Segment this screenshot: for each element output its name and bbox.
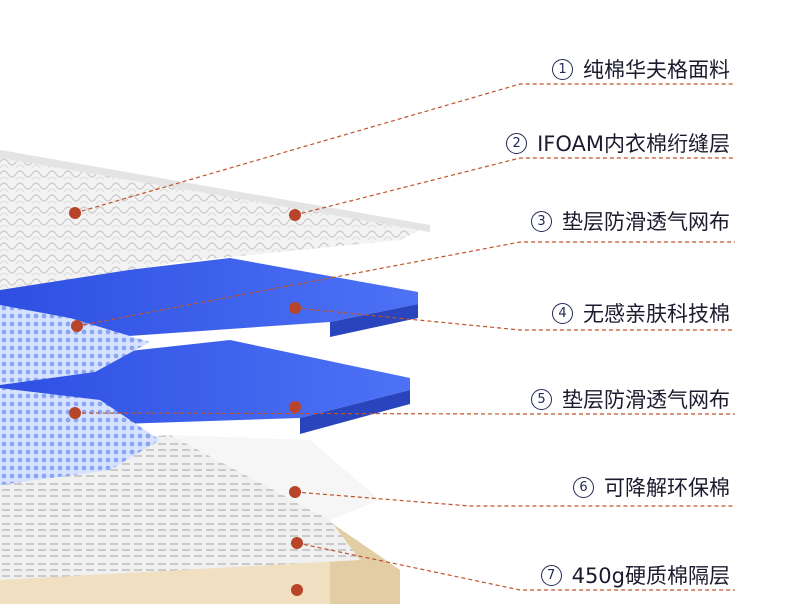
layer-marker-dot bbox=[289, 401, 301, 413]
layer-label: 3 垫层防滑透气网布 bbox=[531, 206, 730, 236]
leader-line bbox=[294, 307, 735, 331]
leader-line bbox=[74, 412, 735, 415]
layer-label-text: 可降解环保棉 bbox=[604, 476, 730, 500]
mesh-layer-lower bbox=[0, 388, 160, 485]
layer-label-text: 垫层防滑透气网布 bbox=[562, 210, 730, 234]
leader-line bbox=[294, 157, 735, 216]
leader-lines bbox=[74, 83, 735, 591]
layer-marker-dot bbox=[69, 207, 81, 219]
layer-label: 1 纯棉华夫格面料 bbox=[552, 54, 730, 84]
layer-label: 2 IFOAM内衣棉绗缝层 bbox=[506, 128, 730, 158]
layer-marker-dot bbox=[289, 302, 301, 314]
leader-line bbox=[296, 542, 735, 591]
layer-label: 4 无感亲肤科技棉 bbox=[552, 298, 730, 328]
layer-marker-dot bbox=[289, 209, 301, 221]
layer-marker-dot bbox=[291, 584, 303, 596]
leader-line bbox=[294, 491, 735, 507]
mesh-layer-upper bbox=[0, 305, 150, 385]
layer-label: 6 可降解环保棉 bbox=[573, 472, 730, 502]
layer-label-text: 垫层防滑透气网布 bbox=[562, 388, 730, 412]
layer-number-badge: 3 bbox=[531, 210, 552, 232]
layer-label: 7 450g硬质棉隔层 bbox=[540, 560, 730, 590]
layer-marker-dot bbox=[291, 537, 303, 549]
leader-line bbox=[76, 241, 735, 327]
layer-label-text: IFOAM内衣棉绗缝层 bbox=[537, 132, 730, 156]
layer-number-badge: 5 bbox=[531, 388, 552, 410]
layer-number-badge: 7 bbox=[540, 564, 562, 586]
layer-label: 5 垫层防滑透气网布 bbox=[531, 384, 730, 414]
layer-number-badge: 6 bbox=[573, 476, 594, 498]
layer-markers bbox=[69, 207, 303, 596]
layer-number-badge: 2 bbox=[506, 132, 528, 154]
layer-marker-dot bbox=[71, 320, 83, 332]
quilted-fabric-layer bbox=[0, 150, 430, 290]
layer-marker-dot bbox=[69, 407, 81, 419]
layer-label-text: 450g硬质棉隔层 bbox=[571, 564, 730, 588]
layer-label-text: 纯棉华夫格面料 bbox=[583, 58, 730, 82]
layer-label-text: 无感亲肤科技棉 bbox=[583, 302, 730, 326]
leader-line bbox=[74, 83, 735, 214]
layer-number-badge: 4 bbox=[552, 302, 573, 324]
layer-marker-dot bbox=[289, 486, 301, 498]
layer-number-badge: 1 bbox=[552, 58, 573, 80]
